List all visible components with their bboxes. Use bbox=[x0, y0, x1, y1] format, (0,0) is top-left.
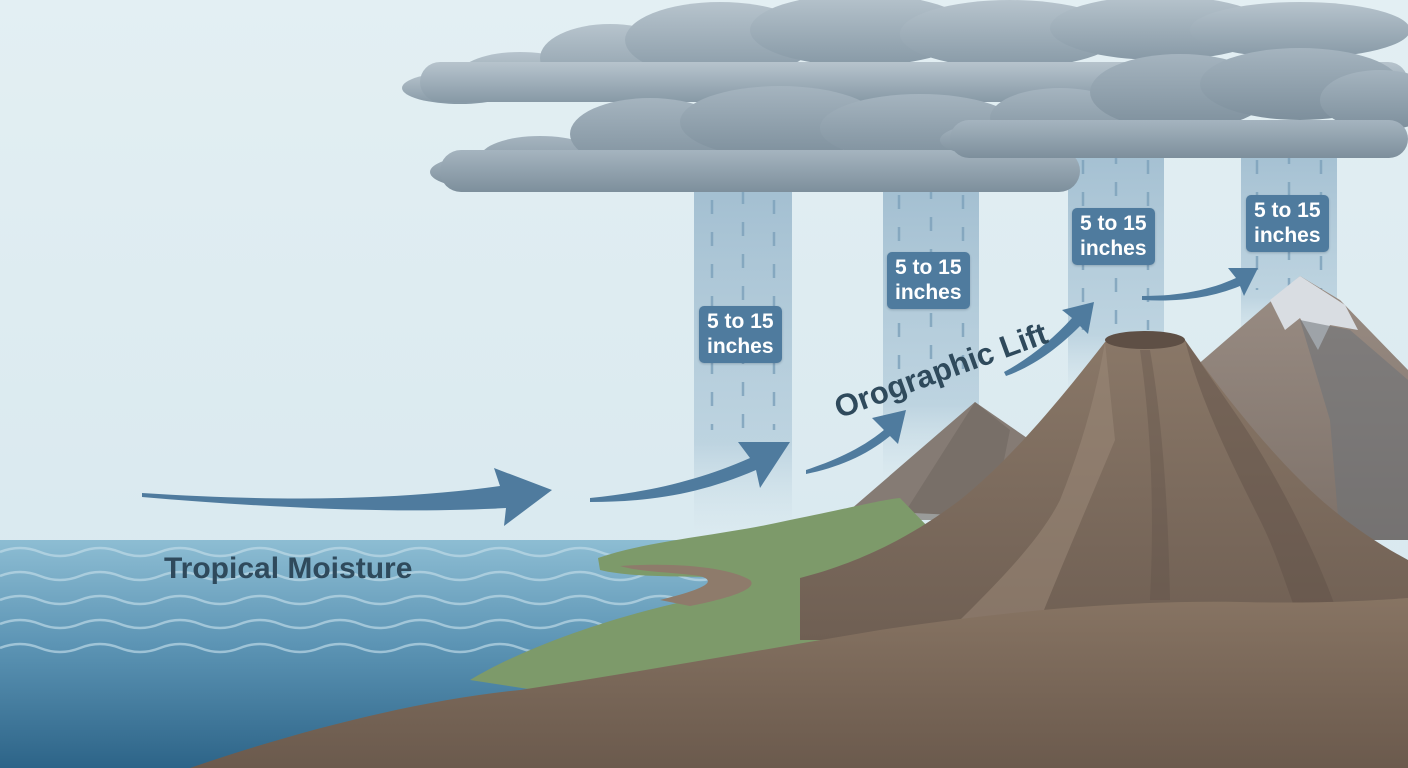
rain-amount-value: 5 to 15 bbox=[1080, 212, 1147, 235]
cloud-lower bbox=[430, 86, 1080, 192]
rain-amount-value: 5 to 15 bbox=[707, 310, 774, 333]
cloud-icon bbox=[402, 0, 1408, 192]
rain-amount-unit: inches bbox=[1080, 237, 1147, 260]
arrow-icon bbox=[142, 268, 1258, 526]
foreground-ground bbox=[190, 598, 1408, 768]
rain-amount-label-3: 5 to 15 inches bbox=[1072, 208, 1155, 265]
rain-amount-value: 5 to 15 bbox=[895, 256, 962, 279]
rain-amount-label-2: 5 to 15 inches bbox=[887, 252, 970, 309]
rain-amount-unit: inches bbox=[895, 281, 962, 304]
rain-amount-unit: inches bbox=[1254, 224, 1321, 247]
tropical-moisture-label: Tropical Moisture bbox=[164, 552, 413, 585]
rain-amount-label-4: 5 to 15 inches bbox=[1246, 195, 1329, 252]
rain-amount-value: 5 to 15 bbox=[1254, 199, 1321, 222]
cloud-upper bbox=[402, 0, 1408, 104]
arrow-moisture bbox=[142, 468, 552, 526]
rain-amount-unit: inches bbox=[707, 335, 774, 358]
arrow-5 bbox=[1142, 268, 1258, 301]
arrow-2 bbox=[590, 442, 790, 502]
grass-shade bbox=[620, 564, 752, 606]
arrow-3 bbox=[806, 410, 906, 474]
arrow-4 bbox=[1004, 302, 1094, 376]
main-mountain bbox=[800, 331, 1408, 640]
rain-amount-label-1: 5 to 15 inches bbox=[699, 306, 782, 363]
cloud-right bbox=[940, 48, 1408, 158]
